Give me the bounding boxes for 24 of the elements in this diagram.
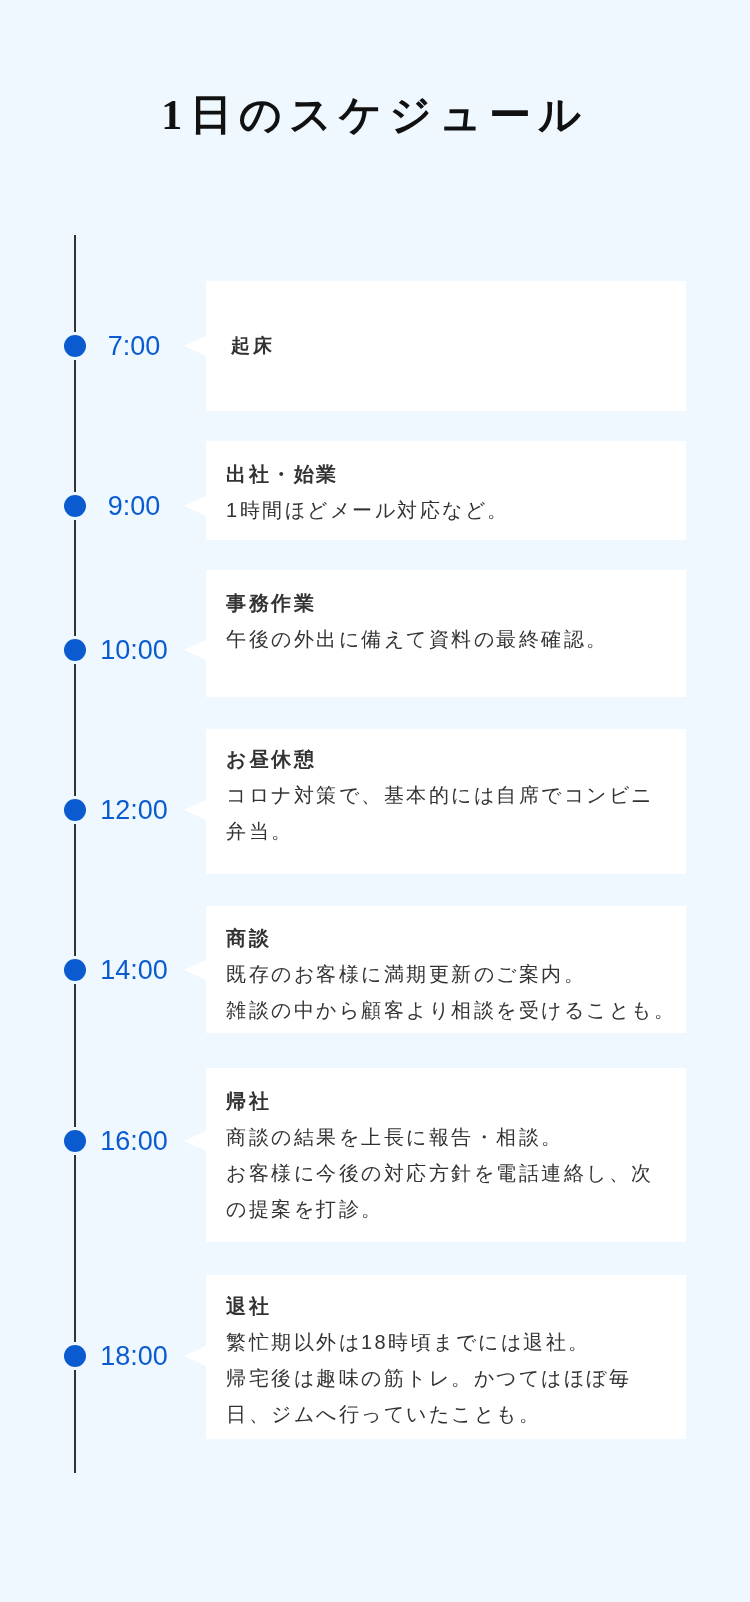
card-text: 既存のお客様に満期更新のご案内。 xyxy=(226,962,587,987)
card-text: 帰宅後は趣味の筋トレ。かつてはほぼ毎日、ジムへ行っていたことも。 xyxy=(226,1366,632,1427)
time-label: 14:00 xyxy=(100,954,168,987)
time-label: 18:00 xyxy=(100,1340,168,1373)
card-text: お客様に今後の対応方針を電話連絡し、次の提案を打診。 xyxy=(226,1161,655,1222)
title: 1日のスケジュール xyxy=(161,91,589,140)
card-text: 商談の結果を上長に報告・相談。 xyxy=(226,1125,565,1150)
card-heading: 帰社 xyxy=(226,1089,272,1114)
time-label: 12:00 xyxy=(100,794,168,827)
time-label: 10:00 xyxy=(100,634,168,667)
card-heading: お昼休憩 xyxy=(226,747,317,772)
card-heading: 退社 xyxy=(226,1294,272,1319)
card-text: コロナ対策で、基本的には自席でコンビニ弁当。 xyxy=(226,783,655,844)
card-text: 繁忙期以外は18時頃までには退社。 xyxy=(226,1330,592,1355)
card-heading: 事務作業 xyxy=(226,591,317,616)
card-text: 1時間ほどメール対応など。 xyxy=(226,498,511,523)
time-label: 16:00 xyxy=(100,1125,168,1158)
card-heading: 起床 xyxy=(231,334,275,358)
card-text: 雑談の中から顧客より相談を受けることも。 xyxy=(226,998,677,1023)
time-label: 9:00 xyxy=(107,490,161,523)
card-heading: 商談 xyxy=(226,926,272,951)
card-heading: 出社・始業 xyxy=(226,462,340,487)
card-text: 午後の外出に備えて資料の最終確認。 xyxy=(226,627,610,652)
time-label: 7:00 xyxy=(107,330,161,363)
